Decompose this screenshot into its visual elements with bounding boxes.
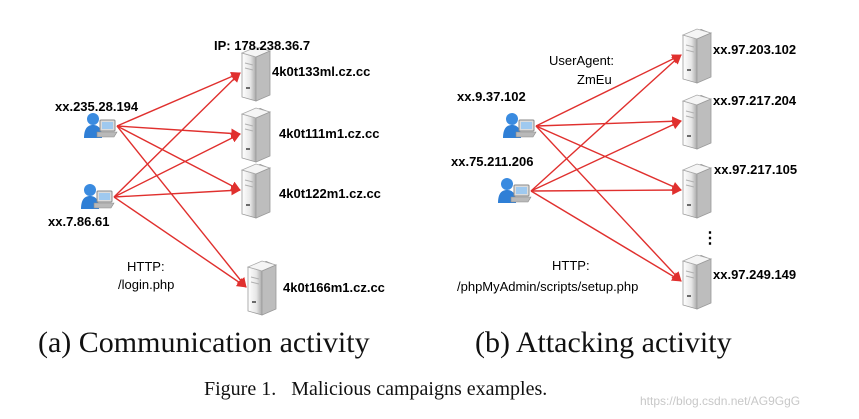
connection-arrow	[116, 125, 241, 139]
edges-layer	[113, 54, 682, 288]
server-icon	[681, 94, 713, 150]
connection-arrow	[113, 133, 241, 198]
connection-arrow	[535, 116, 682, 127]
server-icon	[240, 107, 272, 163]
panel-a-subtitle: (a) Communication activity	[38, 326, 370, 359]
panel-a-server-label-2: 4k0t111m1.cz.cc	[279, 126, 379, 141]
connection-arrow	[530, 185, 682, 195]
connection-arrow	[116, 125, 241, 191]
user-computer-icon	[503, 113, 537, 138]
server-icon	[246, 260, 278, 316]
user-computer-icon	[84, 113, 118, 138]
panel-a-server-label-3: 4k0t122m1.cz.cc	[279, 186, 381, 201]
panel-b-useragent-label: UserAgent:	[549, 53, 614, 68]
panel-b-subtitle: (b) Attacking activity	[475, 326, 732, 359]
panel-b-ellipsis: ⋮	[702, 230, 718, 247]
connection-arrow	[535, 125, 682, 282]
watermark-text: https://blog.csdn.net/AG9GgG	[640, 394, 800, 408]
connection-arrow	[113, 185, 241, 198]
connection-arrow	[113, 196, 247, 288]
server-icon	[681, 254, 713, 310]
server-icon	[240, 46, 272, 102]
panel-b-path: /phpMyAdmin/scripts/setup.php	[457, 279, 638, 294]
panel-a-protocol: HTTP:	[127, 259, 165, 274]
connection-arrow	[530, 120, 682, 192]
panel-b-client-label-1: xx.9.37.102	[457, 89, 526, 104]
connection-arrow	[535, 125, 682, 191]
panel-a-client-label-1: xx.235.28.194	[55, 99, 139, 114]
panel-a-path: /login.php	[118, 277, 174, 292]
panel-b-server-label-3: xx.97.217.105	[714, 162, 797, 177]
panel-b-server-label-4: xx.97.249.149	[713, 267, 796, 282]
connection-arrow	[116, 71, 241, 127]
panel-a-server-ip: IP: 178.238.36.7	[214, 38, 310, 53]
panel-a-client-label-2: xx.7.86.61	[48, 214, 109, 229]
nodes-layer	[81, 28, 713, 316]
connection-arrow	[530, 190, 682, 282]
user-computer-icon	[498, 178, 532, 203]
user-computer-icon	[81, 184, 115, 209]
connection-arrow	[116, 125, 247, 288]
server-icon	[681, 163, 713, 219]
connection-arrow	[113, 72, 241, 198]
connection-arrow	[535, 54, 682, 127]
panel-b-server-label-2: xx.97.217.204	[713, 93, 797, 108]
panel-a-server-label-1: 4k0t133ml.cz.cc	[272, 64, 370, 79]
panel-a-server-label-4: 4k0t166m1.cz.cc	[283, 280, 385, 295]
server-icon	[681, 28, 713, 84]
panel-b-client-label-2: xx.75.211.206	[451, 154, 533, 169]
panel-b-useragent-value: ZmEu	[577, 72, 612, 87]
connection-arrow	[530, 54, 682, 192]
panel-b-server-label-1: xx.97.203.102	[713, 42, 796, 57]
figure-caption: Figure 1. Malicious campaigns examples.	[204, 378, 547, 400]
server-icon	[240, 163, 272, 219]
panel-b-protocol: HTTP:	[552, 258, 590, 273]
